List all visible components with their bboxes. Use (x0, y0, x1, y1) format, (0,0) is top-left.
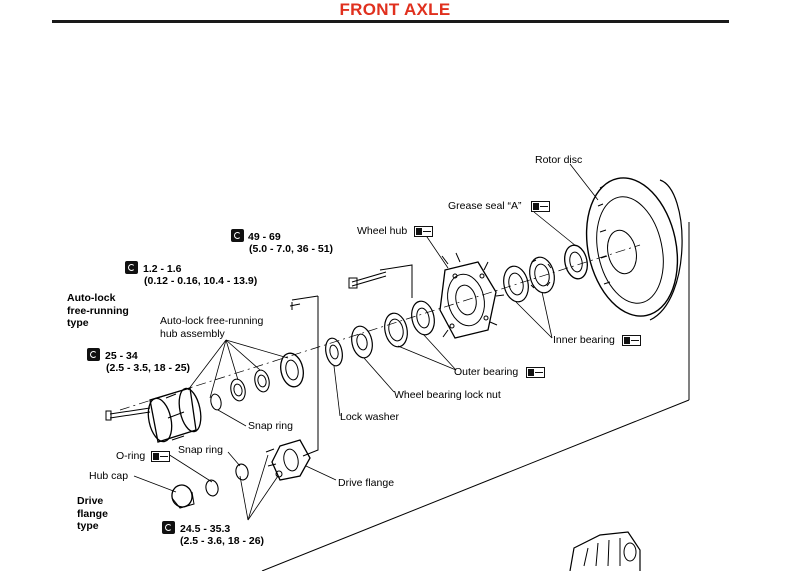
torque-alt-1: (5.0 - 7.0, 36 - 51) (249, 243, 334, 255)
wheel-bearing-lock-nut (351, 325, 373, 359)
title-underline (52, 20, 729, 23)
inner-bearing-parts (503, 256, 555, 303)
label-outer-bearing: Outer bearing (454, 366, 519, 378)
torque-wrench-icon (162, 521, 175, 534)
label-hub-cap: Hub cap (89, 470, 129, 482)
label-drive-flange-type: Drive flange type (77, 495, 108, 532)
label-wheel-bearing-lock-nut: Wheel bearing lock nut (394, 389, 501, 401)
label-lock-washer: Lock washer (340, 411, 399, 423)
label-inner-bearing: Inner bearing (553, 334, 615, 346)
torque-alt-4: (2.5 - 3.6, 18 - 26) (180, 535, 265, 547)
grease-gun-icon (151, 451, 170, 462)
drive-flange-parts (171, 439, 311, 509)
torque-value-1: 49 - 69 (248, 231, 281, 243)
torque-value-4: 24.5 - 35.3 (180, 523, 231, 535)
label-wheel-hub: Wheel hub (357, 225, 408, 237)
label-snap-ring-2: Snap ring (178, 444, 223, 456)
wheel-hub (439, 252, 505, 339)
rotor-disc (585, 177, 683, 321)
lock-washer (325, 337, 343, 367)
label-autolock-type: Auto-lock free-running type (67, 292, 129, 329)
torque-value-2: 1.2 - 1.6 (143, 263, 182, 275)
grease-gun-icon (622, 335, 641, 346)
hub-bolts (289, 271, 387, 310)
page-title: FRONT AXLE (339, 0, 451, 19)
label-o-ring: O-ring (116, 450, 146, 462)
torque-alt-2: (0.12 - 0.16, 10.4 - 13.9) (144, 275, 258, 287)
grease-gun-icon (414, 226, 433, 237)
label-rotor-disc: Rotor disc (535, 154, 583, 166)
torque-wrench-icon (231, 229, 244, 242)
leader-lines (133, 163, 599, 521)
torque-wrench-icon (87, 348, 100, 361)
torque-wrench-icon (125, 261, 138, 274)
label-autolock-assembly: Auto-lock free-running hub assembly (160, 315, 264, 340)
grease-gun-icon (526, 367, 545, 378)
cv-joint (569, 531, 641, 571)
torque-value-3: 25 - 34 (105, 350, 138, 362)
label-snap-ring-1: Snap ring (248, 420, 293, 432)
autolock-hub-assembly (105, 352, 304, 443)
label-grease-seal: Grease seal “A” (448, 200, 522, 212)
label-drive-flange: Drive flange (338, 477, 395, 489)
grease-seal (564, 244, 588, 280)
grease-gun-icon (531, 201, 550, 212)
torque-alt-3: (2.5 - 3.5, 18 - 25) (106, 362, 191, 374)
